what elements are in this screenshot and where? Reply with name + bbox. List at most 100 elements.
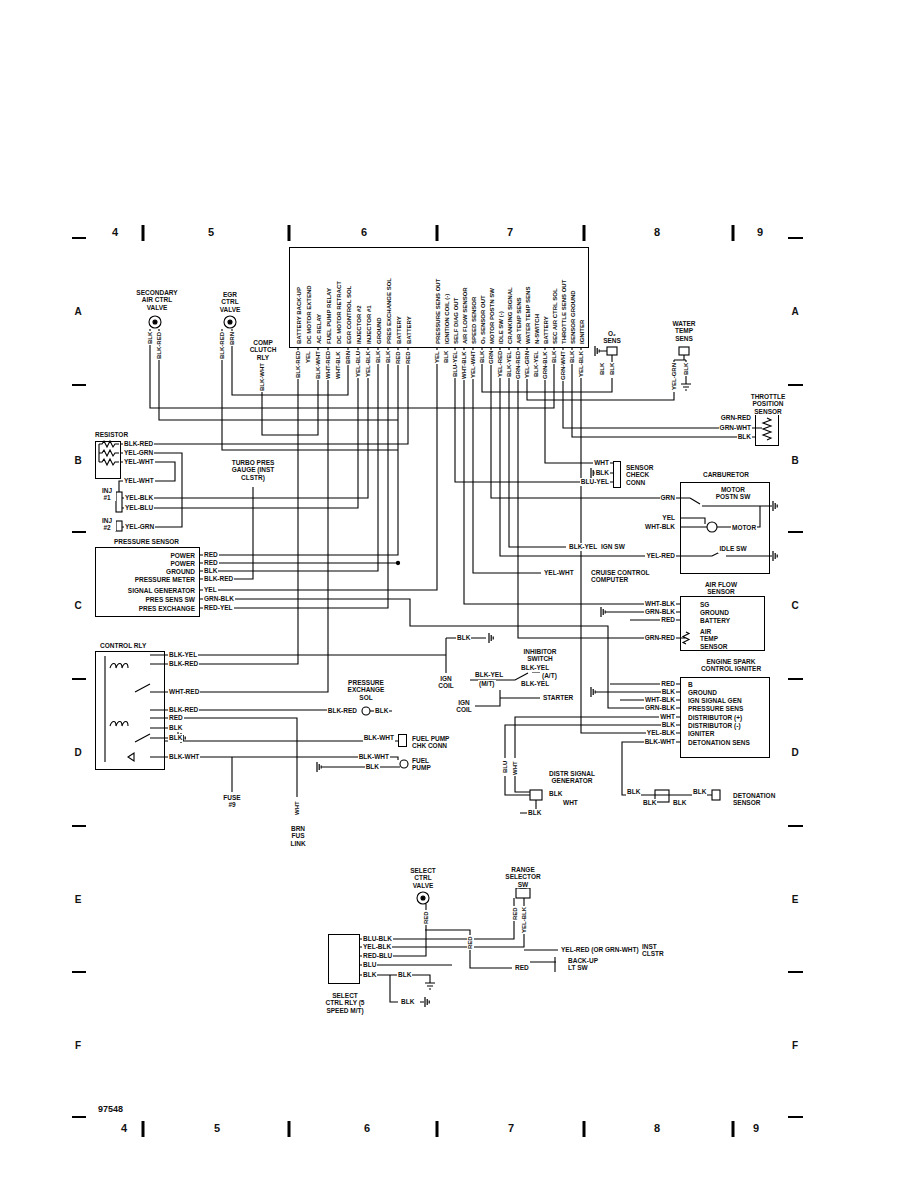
wire-label: (M/T) [478,680,496,687]
wire-label: CRUISE CONTROL COMPUTER [590,569,654,583]
wire-label: BLK [626,788,641,795]
wire-label: BLK [661,688,676,695]
wire-label: INJ #1 [98,487,116,501]
wire-label: STARTER [542,694,574,701]
grid-reference: 7 [506,226,514,238]
sensor-box: PRESSURE SENSORPOWERPOWERGROUNDPRESSURE … [95,547,200,617]
component-symbol [400,760,408,768]
wire-line [755,418,771,440]
wire-label: PRESSURE EXCHANGE SOL [342,679,390,700]
grid-reference: 5 [213,1122,221,1134]
wire-line [262,348,318,435]
wire-connector [165,348,328,692]
pin-label: INJECTOR #2 [356,304,363,345]
grid-reference: D [790,747,799,758]
terminal-label: SG [699,601,710,608]
wire-connector [200,348,388,608]
wire-label: RED [514,964,530,971]
wire-label: BLK-RED [123,440,154,447]
wire-label: RED [660,616,676,623]
grid-reference: D [73,747,82,758]
wire-label: BLK [672,799,687,806]
wire-line [122,348,368,498]
wire-label: YEL [661,514,676,521]
wire-label: GRN-BLK [644,704,676,711]
wire-label: WHT [294,800,301,816]
wire-label: BLK-WHT [358,753,390,760]
wire-label: BLK [548,790,563,797]
grid-reference: 9 [756,226,764,238]
terminal-label: PRES SENS SW [145,596,196,603]
terminal-label: PRES EXCHANGE [138,605,196,612]
component-symbol [712,790,720,800]
wire-line [119,462,175,492]
wire-label: BLK-RED [156,331,163,360]
wire-label: EGR CTRL VALVE [215,291,245,312]
wire-label: BLK [609,362,616,376]
wire-label: BLK [456,634,471,641]
pin-label: BATTERY [396,315,403,345]
box-heading: THROTTLE POSITION SENSOR [739,393,797,414]
terminal-label: PRESSURE SENS [687,705,744,712]
wire-line [121,453,182,527]
wire-label: BACK-UP LT SW [567,957,605,971]
wire-connector [491,348,680,498]
wire-label: (A/T) [541,672,558,679]
pin-label: AC RELAY [316,313,323,345]
wire-label: BLK [400,998,415,1005]
wire-connector [200,348,398,555]
pin-label: GROUND [376,316,383,345]
ground-symbol [489,633,493,643]
wire-line [470,672,540,706]
wire-label: BLK-YEL [533,350,540,378]
igniter-box: ENGINE SPARK CONTROL IGNITERBGROUNDIGN S… [680,677,770,758]
wire-label: YEL-BLU [124,504,154,511]
wire-label: GRN [488,350,495,365]
wire-label: BLK [661,721,676,728]
wire-line [622,742,712,795]
wire-label: GRN-BLK [542,350,549,380]
wire-label: BLK-WHT [315,350,322,380]
wire-label: WHT [659,713,676,720]
wire-label: YEL-WHT [543,569,575,576]
wire-label: SELECT CTRL VALVE [407,867,439,888]
wire-label: BLU-YEL [452,350,459,378]
connector-box: FUEL PUMP CHK CONN [398,734,407,747]
box-heading: AIR FLOW SENSOR [699,581,743,595]
component-symbol [228,320,232,324]
wire-label: BLK [168,734,183,741]
wire-label: BLK [362,971,377,978]
wire-label: TURBO PRES GAUGE (INST CLSTR) [229,459,277,480]
wire-label: BLK-YEL [520,680,550,687]
wire-label: BLK [375,350,382,364]
pin-label: EGR CONTROL SOL [346,285,353,345]
component-symbol [679,347,689,355]
terminal-label: MOTOR POSTN SW [711,486,755,500]
box-heading: ENGINE SPARK CONTROL IGNITER [694,658,768,672]
wire-label: RED [395,350,402,365]
component-symbol [116,492,122,512]
pin-label: N-SWITCH [534,313,541,345]
pin-label: BATTERY [406,315,413,345]
wire-connector [581,348,680,733]
component-symbol [149,316,161,328]
wire-label: YEL-BLK [578,350,585,378]
box-heading: FUEL PUMP CHK CONN [411,735,451,749]
wire-label: BLU-BLK [362,935,393,942]
ground-symbol [317,762,321,772]
grid-reference: 6 [360,226,368,238]
box-heading: CONTROL RLY [99,642,147,649]
wire-label: IGN COIL [453,699,475,713]
wire-label: BLK [737,433,752,440]
ground-symbol [601,607,605,617]
grid-reference: 5 [207,226,215,238]
connector-box: SENSOR CHECK CONN [613,461,621,488]
wire-label: BLK [397,971,412,978]
terminal-label: GROUND [687,689,718,696]
wire-line [322,766,400,767]
wire-label: IGN SW [600,543,626,550]
terminal-label: AIR TEMP SENSOR [699,628,731,649]
wire-connector [200,348,437,590]
wire-label: WHT-BLK [644,523,676,530]
grid-reference: 8 [653,226,661,238]
